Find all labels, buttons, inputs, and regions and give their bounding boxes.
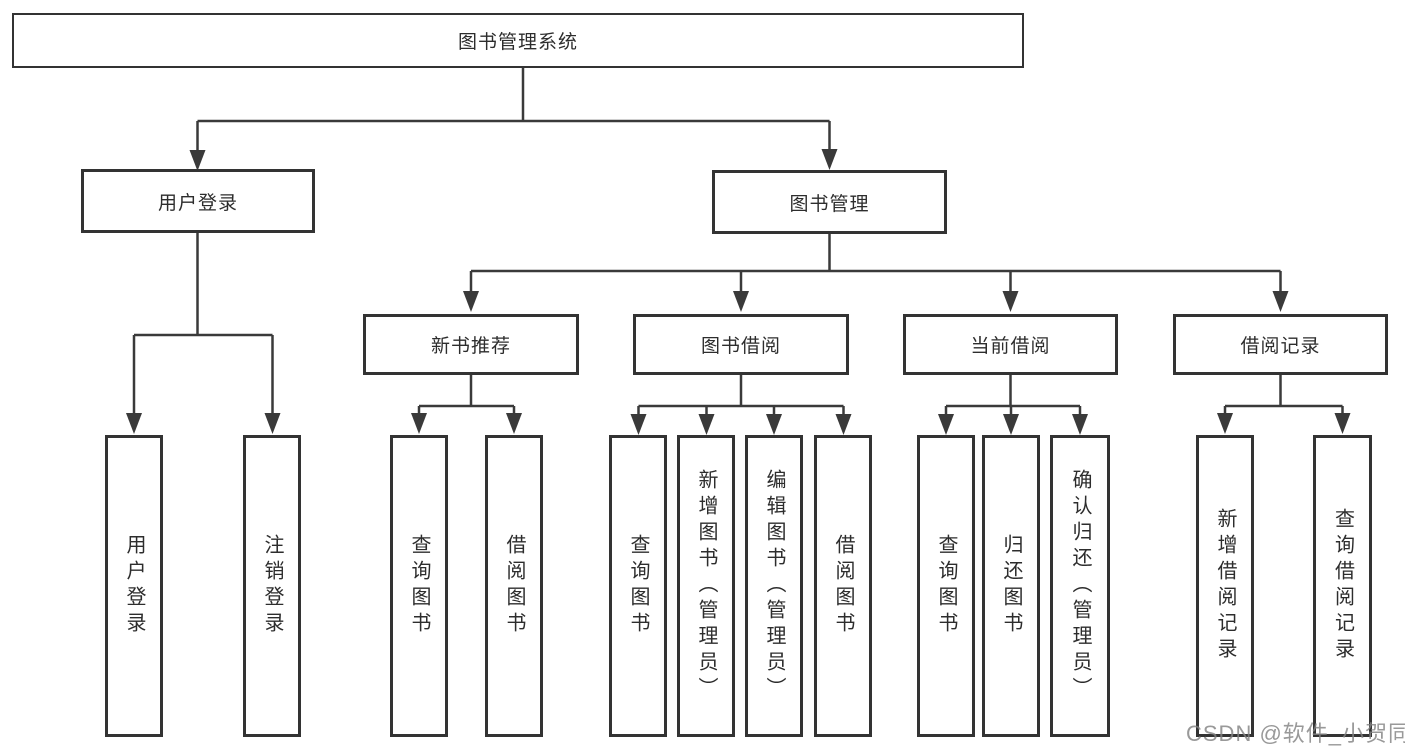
- leaf-query-borrow-record: 查询借阅记录: [1313, 435, 1372, 737]
- node-label: 查询图书: [408, 534, 430, 638]
- node-current-borrowing: 当前借阅: [903, 314, 1118, 375]
- node-label: 确认归还（管理员）: [1069, 469, 1091, 703]
- leaf-borrow-books: 借阅图书: [485, 435, 543, 737]
- node-label: 用户登录: [157, 192, 238, 214]
- node-label: 借阅图书: [503, 534, 525, 638]
- leaf-edit-books-admin: 编辑图书（管理员）: [745, 435, 803, 737]
- node-label: 当前借阅: [970, 336, 1051, 357]
- node-label: 查询图书: [627, 534, 649, 638]
- node-label: 图书借阅: [700, 336, 781, 357]
- node-book-management: 图书管理: [712, 170, 947, 234]
- leaf-logout: 注销登录: [243, 435, 301, 737]
- leaf-add-books-admin: 新增图书（管理员）: [677, 435, 735, 737]
- node-label: 编辑图书（管理员）: [763, 469, 785, 703]
- watermark: CSDN @软件_小贺同学: [1186, 721, 1405, 746]
- node-label: 查询借阅记录: [1331, 508, 1354, 664]
- node-label: 新增图书（管理员）: [695, 469, 717, 703]
- node-label: 新增借阅记录: [1214, 508, 1236, 664]
- node-label: 图书管理: [789, 193, 870, 215]
- node-user-login: 用户登录: [81, 169, 315, 233]
- leaf-confirm-return-admin: 确认归还（管理员）: [1050, 435, 1110, 737]
- leaf-borrow-books: 借阅图书: [814, 435, 872, 737]
- leaf-user-login: 用户登录: [105, 435, 163, 737]
- node-label: 图书管理系统: [457, 32, 578, 53]
- leaf-query-books: 查询图书: [390, 435, 448, 737]
- node-label: 注销登录: [261, 534, 283, 638]
- node-library-system: 图书管理系统: [12, 13, 1024, 68]
- node-borrowing-records: 借阅记录: [1173, 314, 1388, 375]
- node-book-borrowing: 图书借阅: [633, 314, 849, 375]
- leaf-return-books: 归还图书: [982, 435, 1040, 737]
- node-label: 用户登录: [123, 534, 145, 638]
- node-label: 借阅图书: [832, 534, 854, 638]
- leaf-add-borrow-record: 新增借阅记录: [1196, 435, 1254, 737]
- leaf-query-books: 查询图书: [917, 435, 975, 737]
- node-label: 新书推荐: [430, 336, 511, 357]
- arrowheads: [126, 149, 1351, 435]
- node-new-book-recommendation: 新书推荐: [363, 314, 579, 375]
- node-label: 归还图书: [1000, 534, 1022, 638]
- node-label: 借阅记录: [1240, 336, 1321, 357]
- node-label: 查询图书: [935, 534, 957, 638]
- leaf-query-books: 查询图书: [609, 435, 667, 737]
